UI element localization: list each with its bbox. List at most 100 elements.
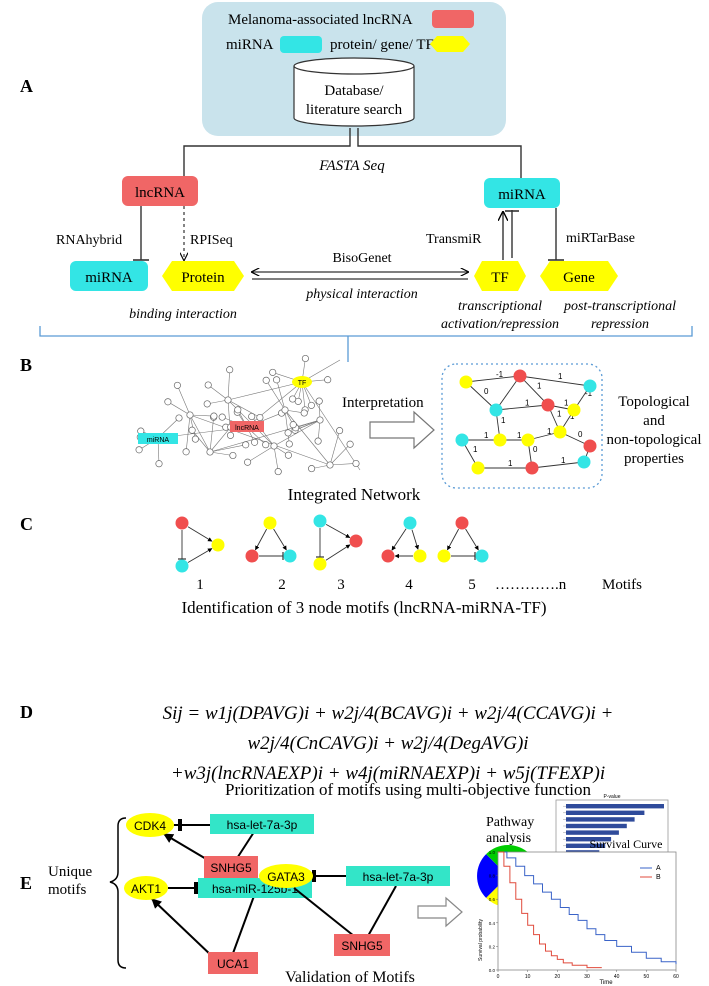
network-node xyxy=(308,465,316,473)
validation-caption: Validation of Motifs xyxy=(285,969,415,986)
panel-c: C 1 2 3 4 5 ………….n Motifs Identification… xyxy=(20,514,642,617)
network-node xyxy=(135,446,143,454)
panel-a-bracket xyxy=(39,326,693,362)
physical-interaction-label: physical interaction xyxy=(305,287,418,302)
motif-edge xyxy=(325,544,351,561)
motif-edge xyxy=(273,528,287,551)
database-label-1: Database/ xyxy=(324,83,384,99)
validation-arrow-icon xyxy=(417,896,463,928)
binding-interaction-label: binding interaction xyxy=(129,307,237,322)
survival-x-tick-label: 10 xyxy=(525,974,531,980)
mirna-bottom-node xyxy=(70,261,148,291)
motif-list xyxy=(175,514,489,573)
survival-legend-a: A xyxy=(656,865,661,872)
akt1-mir125b-bar xyxy=(194,882,198,894)
network-edge xyxy=(329,463,357,466)
network-node xyxy=(281,406,289,414)
motif-edge xyxy=(255,528,267,551)
network-edge xyxy=(209,419,321,453)
network-node xyxy=(269,368,277,376)
survival-x-tick-label: 0 xyxy=(497,974,500,980)
network-node xyxy=(324,376,332,384)
motif-node xyxy=(437,549,451,563)
weighted-node xyxy=(513,369,527,383)
mir125b-uca1-edge xyxy=(231,895,255,957)
edge-weight-label: 1 xyxy=(508,459,513,468)
weighted-node xyxy=(525,461,539,475)
cdk4-label: CDK4 xyxy=(134,819,166,833)
network-node xyxy=(206,448,214,456)
weighted-edge xyxy=(495,375,521,411)
survival-y-tick-label: 0.6 xyxy=(489,897,496,902)
motif-number-2: 2 xyxy=(278,577,286,593)
survival-y-tick-label: 0.8 xyxy=(489,874,496,879)
network-edge xyxy=(227,399,261,418)
network-node xyxy=(270,442,278,450)
post-transcriptional-label-2: repression xyxy=(591,317,649,332)
network-edge xyxy=(247,445,275,463)
network-edge xyxy=(208,384,229,401)
network-node xyxy=(256,413,264,422)
unique-motifs-label-1: Unique xyxy=(48,864,93,880)
let7a-label-2: hsa-let-7a-3p xyxy=(363,870,434,884)
survival-y-tick-label: 0.4 xyxy=(489,921,496,926)
network-edge xyxy=(284,409,290,445)
network-node xyxy=(226,366,234,374)
network-node xyxy=(175,414,183,422)
network-edge xyxy=(227,381,303,401)
edge-weight-label: 1 xyxy=(473,445,478,454)
unique-motifs-brace xyxy=(109,817,127,969)
pathway-bar xyxy=(566,843,606,848)
legend-protein-label: protein/ gene/ TF xyxy=(330,37,434,53)
gata3-let7a-bar xyxy=(312,870,316,882)
weighted-node xyxy=(489,403,503,417)
network-node xyxy=(289,395,297,403)
network-node xyxy=(248,412,256,421)
survival-x-tick-label: 30 xyxy=(584,974,590,980)
transmir-label: TransmiR xyxy=(426,232,482,247)
network-node xyxy=(164,398,172,406)
multi-objective-formula: Sij = w1j(DPAVG)i + w2j/4(BCAVG)i + w2j/… xyxy=(108,699,668,789)
net-tf-label: TF xyxy=(298,380,307,387)
network-node xyxy=(224,396,232,404)
network-node xyxy=(186,411,194,419)
transcriptional-label-2: activation/repression xyxy=(441,317,559,332)
network-node xyxy=(284,451,292,459)
protein-node-label: Protein xyxy=(181,270,225,286)
pathway-bar xyxy=(566,823,627,829)
post-transcriptional-label-1: post-transcriptional xyxy=(563,299,676,314)
weighted-node xyxy=(521,433,535,447)
network-node xyxy=(203,400,211,408)
survival-legend-b: B xyxy=(656,874,661,881)
network-node xyxy=(191,435,199,443)
edge-weight-label: 0 xyxy=(533,445,538,454)
network-edge xyxy=(273,445,279,472)
network-edge xyxy=(295,419,321,429)
database-cylinder: Database/ literature search xyxy=(293,57,415,127)
edge-weight-label: 1 xyxy=(517,431,522,440)
network-node xyxy=(244,458,252,466)
motif-number-5: 5 xyxy=(468,577,476,593)
edge-weight-label: 1 xyxy=(561,456,566,465)
weighted-node xyxy=(459,375,473,389)
network-edge xyxy=(189,414,214,417)
snhg5-label-2: SNHG5 xyxy=(341,939,383,953)
let7a-snhg5-edge-2 xyxy=(367,885,397,937)
network-node xyxy=(262,441,270,449)
survival-line-a xyxy=(498,851,677,965)
network-node xyxy=(188,426,196,434)
network-edge xyxy=(177,385,191,416)
rpiseq-label: RPISeq xyxy=(190,233,233,248)
edge-weight-label: 0 xyxy=(484,387,489,396)
integrated-network-caption: Integrated Network xyxy=(288,485,421,504)
weighted-node xyxy=(583,439,597,453)
edge-weight-label: 1 xyxy=(547,427,552,436)
pathway-label-2: analysis xyxy=(486,831,531,846)
transcriptional-label-1: transcriptional xyxy=(458,299,542,314)
net-tf-node xyxy=(292,376,312,388)
akt1-node xyxy=(124,876,168,900)
protein-node xyxy=(162,261,244,291)
mirna-top-node xyxy=(484,178,560,208)
interpretation-arrow-icon xyxy=(369,410,435,450)
survival-x-tick-label: 50 xyxy=(644,974,650,980)
